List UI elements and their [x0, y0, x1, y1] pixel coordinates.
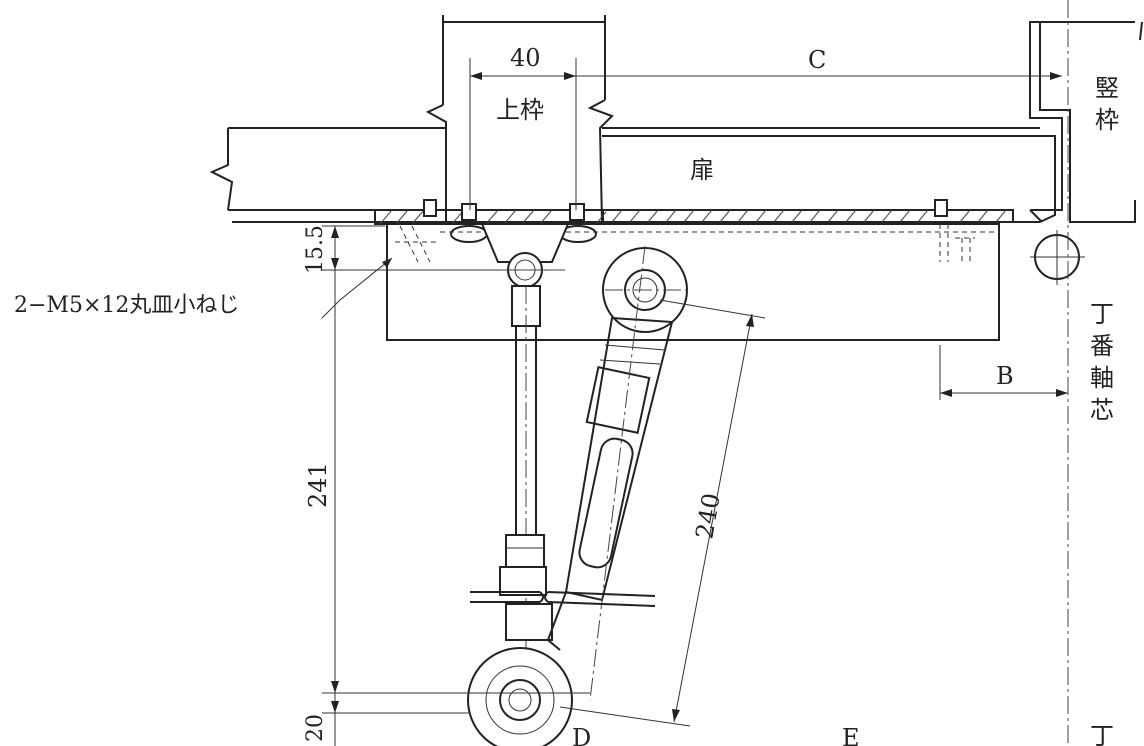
main-arm: [546, 245, 688, 701]
axis-lines: [490, 0, 1069, 746]
dim-240-label: 240: [690, 491, 726, 541]
connecting-rod: [467, 285, 573, 746]
dim-241-label: 241: [304, 462, 332, 508]
door-label: 扉: [690, 156, 714, 184]
dim-20-label: 20: [303, 714, 328, 742]
mounting-screws: [395, 199, 975, 263]
side-frame: [1029, 21, 1143, 223]
door-leaf: [209, 127, 1056, 223]
screw-callout-label: 2−M5×12丸皿小ねじ: [14, 293, 239, 318]
dim-c-label: C: [808, 46, 826, 74]
hinge-axis-label-1: 丁: [1090, 300, 1114, 328]
hinge-axis-label-4: 芯: [1090, 396, 1114, 424]
dim-40-label: 40: [510, 44, 541, 72]
hinge-axis-bottom-label: 丁: [1090, 722, 1114, 746]
dim-e-label: E: [842, 724, 860, 746]
dim-d-label: D: [572, 724, 591, 746]
dimension-lines: [321, 58, 1068, 746]
dim-b-label: B: [996, 362, 1014, 390]
top-frame-label: 上枠: [496, 96, 544, 124]
hinge-axis-label-3: 軸: [1090, 364, 1114, 392]
side-frame-label-1: 竪: [1095, 74, 1119, 102]
shaft-bracket: [480, 223, 570, 288]
side-frame-label-2: 枠: [1095, 106, 1119, 134]
hinge-knuckle: [1030, 230, 1085, 285]
break-line: [470, 591, 656, 607]
dim-15-5-label: 15.5: [303, 225, 328, 274]
hinge-axis-label-2: 番: [1090, 332, 1114, 360]
top-frame: [425, 15, 614, 223]
